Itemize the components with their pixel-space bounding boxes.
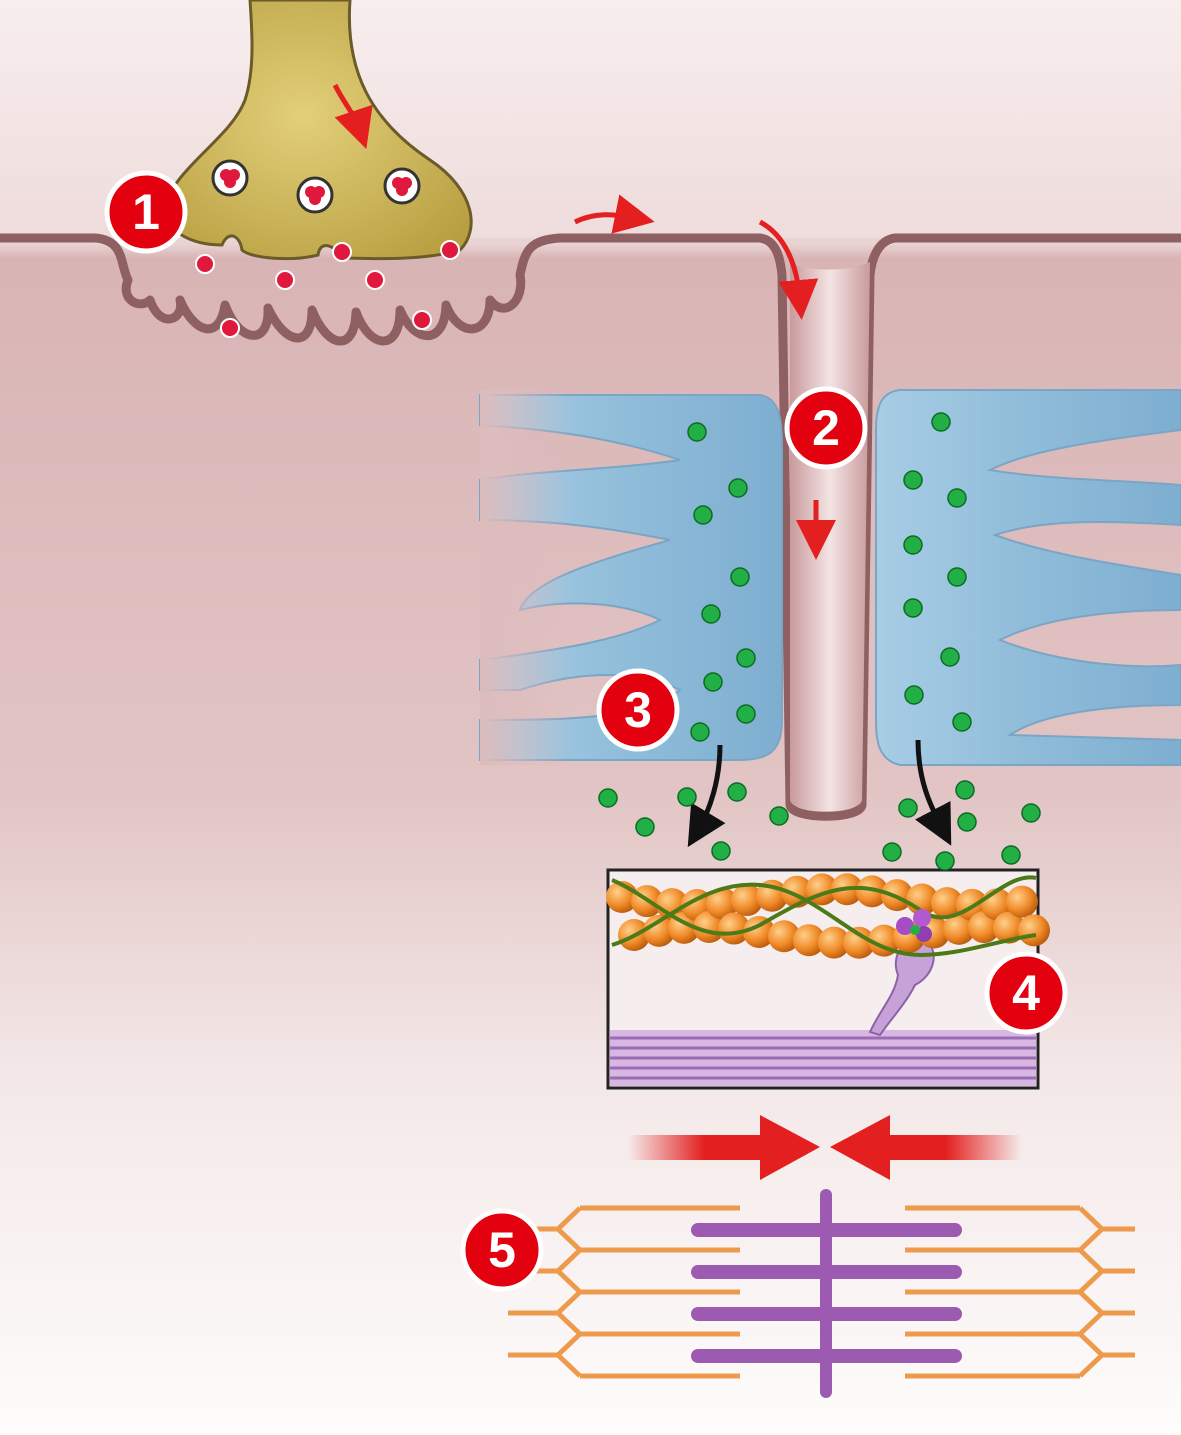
calcium-ion bbox=[904, 685, 924, 705]
calcium-ion bbox=[931, 412, 951, 432]
actin-monomer bbox=[643, 914, 675, 947]
calcium-ion bbox=[701, 604, 721, 624]
actin-monomer bbox=[718, 912, 750, 945]
acetylcholine-molecule bbox=[365, 270, 385, 290]
calcium-ion bbox=[635, 817, 655, 837]
calcium-ion bbox=[935, 851, 955, 871]
action-potential-arrow-axon bbox=[332, 83, 373, 149]
calcium-ion bbox=[955, 780, 975, 800]
calcium-ion bbox=[903, 535, 923, 555]
calcium-ion bbox=[940, 647, 960, 667]
actin-monomer bbox=[706, 887, 738, 920]
actin-monomer bbox=[818, 926, 850, 959]
step-badge-5: 5 bbox=[460, 1208, 544, 1292]
actin-monomer bbox=[993, 911, 1025, 944]
calcium-ion bbox=[1021, 803, 1041, 823]
contraction-arrow-right bbox=[830, 1115, 1022, 1180]
calcium-ion bbox=[1001, 845, 1021, 865]
step-badge-1: 1 bbox=[104, 170, 188, 254]
step-badge-3: 3 bbox=[596, 668, 680, 752]
step-badge-4: 4 bbox=[984, 951, 1068, 1035]
actin-monomer bbox=[856, 875, 888, 908]
contraction-arrows bbox=[628, 1115, 1022, 1180]
contraction-arrow-left bbox=[628, 1115, 820, 1180]
acetylcholine-molecule bbox=[440, 240, 460, 260]
actin-monomer bbox=[943, 912, 975, 945]
calcium-ions bbox=[598, 412, 1041, 871]
step-badge-2: 2 bbox=[784, 386, 868, 470]
calcium-ion bbox=[769, 806, 789, 826]
calcium-ion bbox=[711, 841, 731, 861]
synaptic-vesicles bbox=[211, 159, 421, 214]
calcium-ion bbox=[736, 648, 756, 668]
sarcoplasmic-reticulum-right bbox=[875, 389, 1181, 766]
sarcoplasmic-reticulum-left bbox=[479, 390, 783, 765]
step-number: 5 bbox=[488, 1222, 516, 1278]
calcium-ion bbox=[598, 788, 618, 808]
synaptic-vesicle bbox=[383, 167, 421, 205]
t-tubule-lumen bbox=[790, 262, 870, 812]
acetylcholine-molecule bbox=[332, 242, 352, 262]
calcium-ion bbox=[728, 478, 748, 498]
calcium-ion bbox=[947, 567, 967, 587]
acetylcholine-molecule bbox=[220, 318, 240, 338]
calcium-ion bbox=[677, 787, 697, 807]
calcium-release-arrow-left bbox=[687, 744, 726, 848]
calcium-ion bbox=[727, 782, 747, 802]
synaptic-vesicle bbox=[211, 159, 249, 197]
calcium-ion bbox=[703, 672, 723, 692]
step-number: 3 bbox=[624, 682, 652, 738]
calcium-ion bbox=[898, 798, 918, 818]
actin-monomer bbox=[1018, 914, 1050, 947]
troponin-complex bbox=[896, 909, 932, 942]
actin-monomer bbox=[1006, 885, 1038, 918]
calcium-ion bbox=[690, 722, 710, 742]
sarcomere-schematic bbox=[508, 1189, 1135, 1398]
actin-monomer bbox=[793, 924, 825, 957]
actin-monomer bbox=[768, 920, 800, 953]
calcium-ion bbox=[882, 842, 902, 862]
calcium-ion bbox=[693, 505, 713, 525]
calcium-ion bbox=[736, 704, 756, 724]
calcium-ion bbox=[730, 567, 750, 587]
calcium-ion bbox=[903, 598, 923, 618]
tropomyosin-strand bbox=[611, 875, 1037, 936]
acetylcholine-molecule bbox=[275, 270, 295, 290]
tropomyosin-strand-2 bbox=[611, 882, 1037, 958]
actin-monomer bbox=[731, 884, 763, 917]
synaptic-vesicle bbox=[296, 176, 334, 214]
acetylcholine-molecule bbox=[195, 254, 215, 274]
acetylcholine-molecule bbox=[412, 310, 432, 330]
step-number: 4 bbox=[1012, 965, 1040, 1021]
calcium-ion bbox=[957, 812, 977, 832]
step-number: 2 bbox=[812, 400, 840, 456]
actin-monomer bbox=[931, 887, 963, 920]
sarcolemma-membrane bbox=[0, 233, 1181, 821]
actin-monomer bbox=[743, 915, 775, 948]
calcium-ion bbox=[687, 422, 707, 442]
step-number: 1 bbox=[132, 184, 160, 240]
step-badges: 1 2 3 4 5 bbox=[104, 170, 1068, 1292]
calcium-ion bbox=[903, 470, 923, 490]
calcium-release-arrow-right bbox=[915, 739, 952, 846]
action-potential-arrow-tubule-entry bbox=[758, 219, 819, 320]
acetylcholine-molecules bbox=[195, 240, 460, 338]
actin-monomer bbox=[843, 926, 875, 959]
thick-filament bbox=[610, 1030, 1036, 1086]
action-potential-arrow-surface bbox=[573, 194, 655, 234]
thin-thick-filament-inset bbox=[606, 868, 1050, 1090]
calcium-ion bbox=[947, 488, 967, 508]
calcium-ion bbox=[952, 712, 972, 732]
